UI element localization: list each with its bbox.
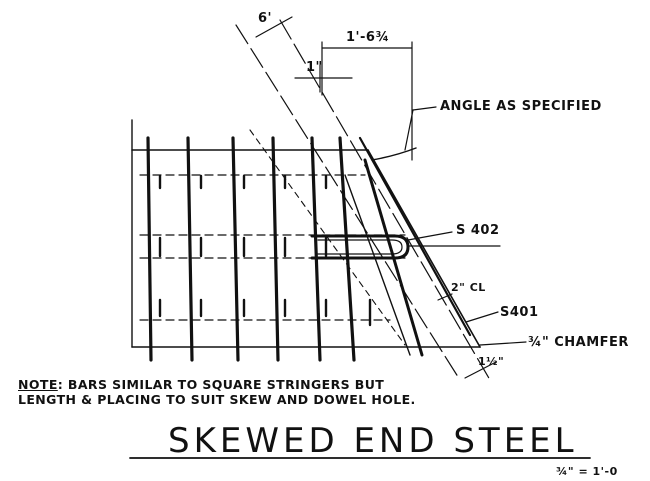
stirrup-ticks bbox=[158, 174, 372, 327]
skew-dash-center bbox=[235, 24, 461, 381]
skew-dash-right bbox=[279, 19, 491, 381]
dim-6-line bbox=[255, 16, 293, 38]
note-heading: NOTE bbox=[18, 377, 58, 392]
s401-label: S401 bbox=[500, 305, 539, 320]
scale-label: ¾" = 1'-0 bbox=[556, 465, 618, 478]
cl-tick bbox=[437, 293, 453, 301]
drawing-title: SKEWED END STEEL bbox=[168, 421, 578, 461]
s402-leader bbox=[407, 231, 453, 241]
angle-label: ANGLE AS SPECIFIED bbox=[440, 99, 602, 114]
s402-label: S 402 bbox=[456, 223, 500, 238]
dim-1-6-3-4-label: 1'-6¾ bbox=[346, 30, 390, 45]
chamfer-leader bbox=[479, 341, 527, 346]
stirrup bbox=[271, 136, 280, 362]
skew-edge-parallel bbox=[367, 149, 481, 348]
s402-hairpin-bar bbox=[310, 234, 410, 260]
stirrup bbox=[146, 136, 153, 362]
dim-1-label: 1" bbox=[306, 60, 323, 75]
angle-leader-2 bbox=[404, 109, 414, 151]
note-body: : BARS SIMILAR TO SQUARE STRINGERS BUT L… bbox=[18, 377, 416, 407]
note-text: NOTE: BARS SIMILAR TO SQUARE STRINGERS B… bbox=[18, 377, 428, 407]
angle-arc bbox=[371, 147, 417, 161]
angle-leader bbox=[412, 106, 437, 111]
s402-hairpin-inner bbox=[317, 239, 403, 255]
stirrup bbox=[310, 136, 322, 362]
cl-2-label: 2" CL bbox=[451, 281, 486, 294]
skew-edge-main bbox=[358, 136, 472, 337]
stirrup bbox=[338, 136, 356, 362]
dim-6-label: 6' bbox=[258, 11, 273, 26]
chamfer-label: ¾" CHAMFER bbox=[528, 335, 629, 350]
stirrup bbox=[186, 136, 194, 362]
s401-leader bbox=[465, 311, 499, 323]
dim-1-half-line bbox=[464, 361, 497, 379]
dim-1-half-label: 1½" bbox=[478, 355, 505, 368]
stirrup bbox=[231, 136, 240, 362]
skew-bar-inner bbox=[344, 174, 411, 356]
